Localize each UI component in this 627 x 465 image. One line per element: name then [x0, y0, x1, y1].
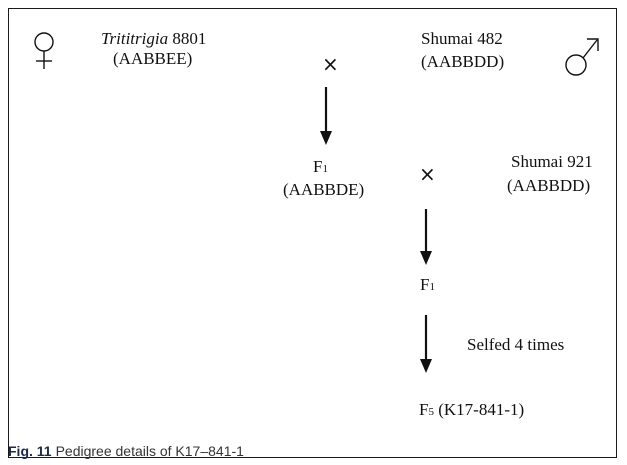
down-arrow-icon: [420, 209, 432, 265]
f5-label: F5 (K17-841-1): [419, 400, 524, 422]
f1-subscript: 1: [322, 163, 328, 175]
parent3-name: Shumai 921: [511, 152, 593, 171]
cross1-symbol: ×: [322, 52, 339, 76]
selfing-label: Selfed 4 times: [467, 335, 565, 354]
down-arrow-icon: [320, 87, 332, 145]
f1b-subscript: 1: [429, 281, 435, 293]
f5-line-id: (K17-841-1): [438, 400, 525, 419]
parent2-name: Shumai 482: [421, 29, 503, 48]
figure-label: Fig. 11: [8, 443, 52, 459]
parent1-genome: (AABBEE): [113, 49, 193, 68]
down-arrow-icon: [420, 315, 432, 373]
f5-subscript: 5: [428, 406, 434, 418]
cross2-symbol: ×: [419, 162, 436, 186]
pedigree-diagram: Trititrigia 8801 (AABBEE) × Shumai 482 (…: [8, 8, 617, 458]
parent2-genome: (AABBDD): [421, 52, 505, 71]
f1-genome: (AABBDE): [283, 180, 365, 199]
parent3-genome: (AABBDD): [507, 176, 591, 195]
f1b-label: F1: [420, 275, 435, 297]
parent1-genus: Trititrigia: [101, 29, 169, 48]
female-symbol-icon: [34, 32, 54, 69]
parent1-number: 8801: [168, 29, 207, 48]
figure-caption-text: Pedigree details of K17–841-1: [55, 443, 244, 459]
parent1-name: Trititrigia 8801: [101, 29, 206, 49]
f1-letter: F: [313, 157, 323, 176]
f1-label: F1: [313, 157, 328, 179]
male-symbol-icon: [565, 38, 599, 76]
f5-letter: F: [419, 400, 429, 419]
f1b-letter: F: [420, 275, 430, 294]
